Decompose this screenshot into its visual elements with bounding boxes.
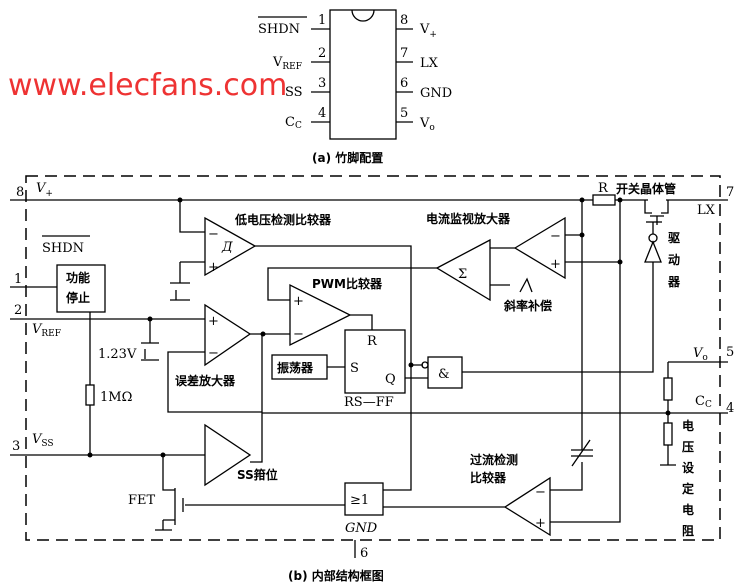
label-fet: FET — [128, 493, 156, 508]
label-oc-comp: 比较器 — [470, 470, 507, 485]
label-oc-comp: 过流检测 — [470, 452, 518, 467]
pin-name-gnd: GND — [420, 86, 452, 101]
plus-sign: + — [535, 516, 546, 531]
label-driver: 器 — [667, 275, 681, 289]
pin-name-vplus: V+ — [419, 22, 437, 40]
error-amplifier — [204, 303, 252, 367]
label-rs-ff: RS—FF — [344, 395, 394, 410]
label-vset: 电 — [682, 502, 694, 517]
plus-sign: + — [208, 260, 219, 275]
label-func-stop: 功能 — [66, 270, 90, 285]
current-monitor-amp — [513, 216, 566, 280]
minus-sign: − — [550, 229, 561, 244]
label-1-23v: 1.23V — [98, 347, 137, 362]
label-error-amp: 误差放大器 — [175, 373, 236, 388]
pin-name-lx: LX — [420, 56, 439, 71]
minus-sign: − — [208, 346, 219, 361]
pin-num: 6 — [360, 546, 368, 561]
pin-name-cc: CC — [285, 115, 302, 131]
low-voltage-comparator — [204, 216, 257, 277]
function-stop-block — [56, 264, 106, 313]
label-lx: LX — [697, 203, 716, 218]
pin-name-shdn: SHDN — [258, 22, 300, 37]
label-or: ≥1 — [350, 493, 369, 508]
pin-num: 2 — [318, 46, 326, 61]
hysteresis-icon: Д — [221, 240, 233, 255]
label-func-stop: 停止 — [66, 290, 90, 305]
label-vset: 压 — [682, 440, 694, 454]
label-vset: 阻 — [682, 523, 694, 538]
minus-sign: − — [208, 227, 219, 242]
resistor-1meg — [85, 384, 95, 406]
label-slope-comp: 斜率补偿 — [503, 298, 552, 313]
label-vset: 定 — [682, 481, 694, 496]
label-switch: 开关晶体管 — [616, 181, 676, 196]
pin-num: 1 — [318, 13, 326, 28]
rs-q: Q — [385, 372, 396, 387]
pin-num: 5 — [726, 345, 734, 360]
label-vss: VSS — [32, 432, 54, 449]
rs-s: S — [350, 361, 359, 376]
pin-num: 3 — [12, 439, 20, 454]
junction-dots — [87, 197, 671, 458]
pin-num: 5 — [400, 106, 408, 121]
pin-name-ss: SS — [285, 85, 303, 100]
label-pwm-comparator: PWM比较器 — [312, 276, 383, 291]
ic-package — [311, 9, 413, 140]
pin-name-vref: VREF — [272, 55, 302, 72]
overcurrent-comparator — [503, 476, 551, 537]
pin-num: 2 — [14, 303, 22, 318]
pin-labels-left: 1 2 3 4 SHDN VREF SS CC — [258, 13, 326, 131]
label-current-monitor: 电流监视放大器 — [426, 211, 511, 226]
ss-clamp-amp — [204, 423, 252, 487]
label-ss-clamp: SS箝位 — [237, 467, 278, 482]
sense-resistor — [592, 194, 616, 206]
label-r: R — [598, 181, 609, 196]
wires — [10, 194, 728, 558]
pin-num: 1 — [14, 272, 22, 287]
label-vset: 设 — [682, 460, 695, 475]
label-shdn: SHDN — [42, 241, 84, 256]
sigma-icon: Σ — [458, 267, 467, 282]
label-vref: VREF — [32, 322, 61, 339]
label-cc: CC — [695, 394, 712, 410]
label-gnd: GND — [345, 521, 378, 536]
pin-num: 4 — [318, 106, 326, 121]
pin-num: 7 — [726, 185, 734, 200]
pin-name-vo: Vo — [419, 116, 435, 133]
pin-num: 3 — [318, 76, 326, 91]
minus-sign: − — [535, 485, 546, 500]
driver — [644, 240, 662, 263]
pin-num: 6 — [400, 76, 408, 91]
label-vset: 电 — [682, 418, 694, 433]
label-1mohm: 1MΩ — [100, 390, 132, 405]
pin-num: 4 — [726, 401, 734, 416]
rs-r: R — [367, 334, 378, 349]
label-and: & — [438, 367, 450, 382]
caption-a: (a) 竹脚配置 — [312, 150, 383, 165]
summing-amp — [435, 238, 491, 302]
chip-boundary — [25, 175, 721, 541]
plus-sign: + — [293, 294, 304, 309]
caption-b: (b) 内部结构框图 — [288, 568, 384, 583]
label-vo: Vo — [693, 346, 708, 363]
pin-num: 7 — [400, 46, 408, 61]
pin-labels-right: 8 7 6 5 V+ LX GND Vo — [400, 13, 452, 133]
plus-sign: + — [208, 314, 219, 329]
label-low-voltage-comparator: 低电压检测比较器 — [234, 212, 332, 227]
label-oscillator: 振荡器 — [277, 360, 314, 375]
label-driver: 驱 — [668, 231, 680, 245]
label-vplus: V+ — [36, 181, 53, 199]
rs-flipflop — [344, 329, 406, 394]
pin-num: 8 — [400, 13, 408, 28]
watermark: www.elecfans.com — [8, 68, 287, 103]
or-gate — [344, 482, 384, 516]
label-driver: 动 — [668, 253, 680, 267]
pwm-comparator — [289, 283, 352, 347]
minus-sign: − — [293, 327, 304, 342]
block-labels: 8 1 2 3 7 5 4 6 V+ SHDN VREF VSS 1.23V 1… — [12, 181, 734, 561]
plus-sign: + — [550, 257, 561, 272]
pin-num: 8 — [16, 185, 24, 200]
